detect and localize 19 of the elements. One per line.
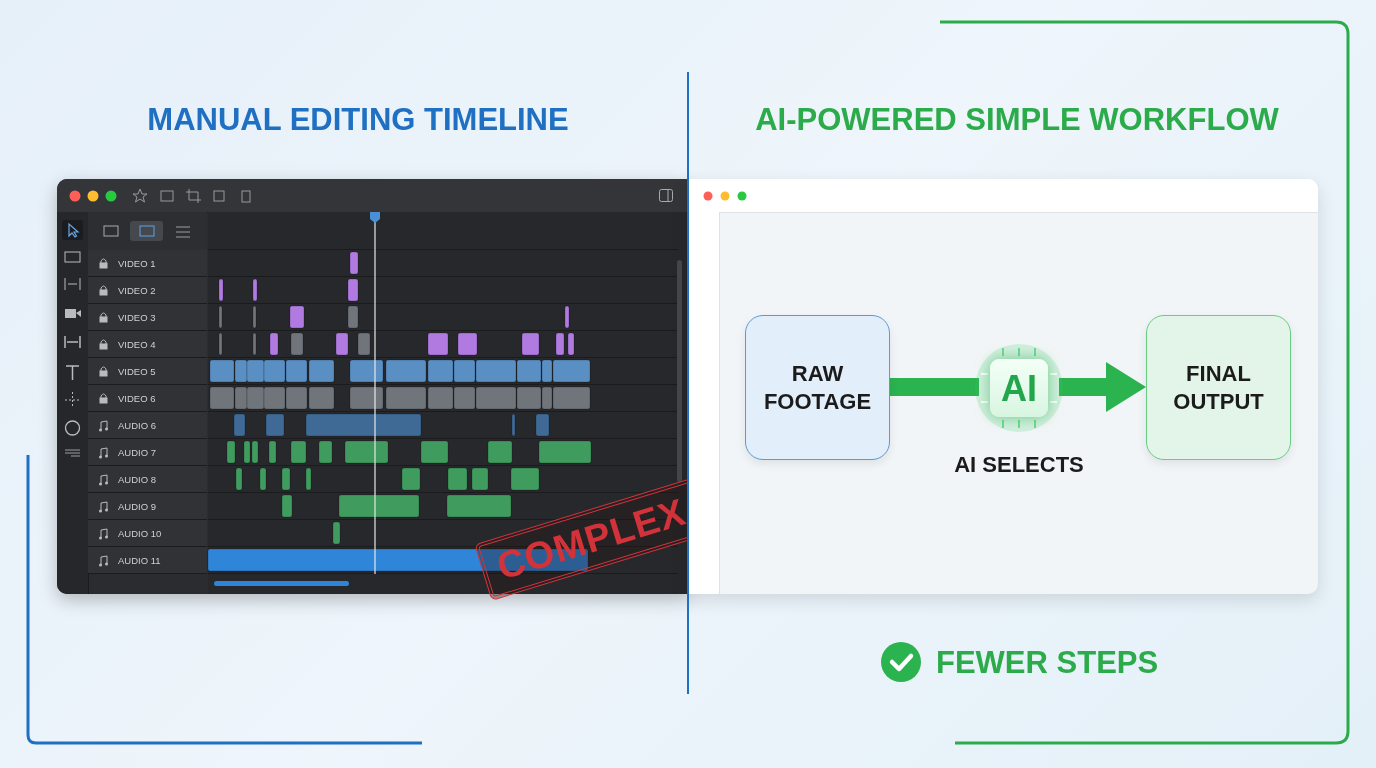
track-name: VIDEO 3 <box>118 312 156 323</box>
track-name: AUDIO 8 <box>118 474 156 485</box>
result-text: FEWER STEPS <box>936 645 1159 681</box>
arrow <box>1059 362 1146 412</box>
process-box: RAW FOOTAGE <box>745 315 890 460</box>
track-name: AUDIO 10 <box>118 528 162 539</box>
section-title: AI-POWERED SIMPLE WORKFLOW <box>755 102 1279 138</box>
track-name: VIDEO 4 <box>118 339 156 350</box>
track-name: VIDEO 2 <box>118 285 156 296</box>
track-name: VIDEO 6 <box>118 393 156 404</box>
track-name: AUDIO 7 <box>118 447 156 458</box>
track-name: AUDIO 6 <box>118 420 156 431</box>
track-name: AUDIO 11 <box>118 555 161 566</box>
process-box: FINAL OUTPUT <box>1146 315 1291 460</box>
node-caption: AI SELECTS <box>954 452 1084 478</box>
track-name: VIDEO 5 <box>118 366 156 377</box>
track-name: AUDIO 9 <box>118 501 156 512</box>
section-title: MANUAL EDITING TIMELINE <box>147 102 569 138</box>
track-name: VIDEO 1 <box>118 258 156 269</box>
